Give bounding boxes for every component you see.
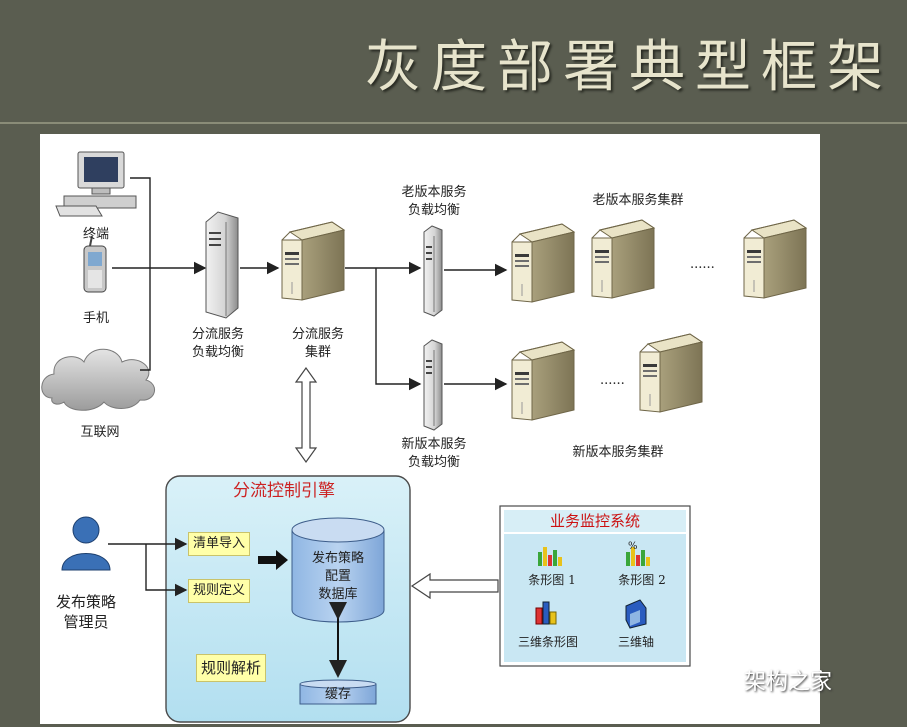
- 3d-axis-icon: [625, 599, 647, 629]
- router-lb-label-2: 负载均衡: [191, 345, 245, 360]
- old-cluster-server-1-icon: [511, 223, 575, 303]
- terminal-label: 终端: [82, 227, 110, 242]
- router-cluster-label-2: 集群: [304, 345, 332, 360]
- new-lb-label-1: 新版本服务: [401, 437, 467, 452]
- old-cluster-ellipsis: ......: [690, 257, 715, 272]
- branch-connectors: [345, 261, 508, 391]
- import-list-box: 清单导入: [188, 532, 251, 556]
- bar1-label: 条形图 1: [528, 573, 576, 587]
- client-connectors: [112, 177, 207, 371]
- watermark-text: 架构之家: [744, 670, 833, 695]
- old-lb-label-1: 老版本服务: [401, 185, 467, 200]
- router-lb-label-1: 分流服务: [191, 327, 245, 342]
- percent-label: %: [628, 541, 638, 552]
- old-cluster-server-3-icon: [743, 219, 807, 299]
- new-cluster-label: 新版本服务集群: [572, 445, 664, 460]
- old-cluster-label: 老版本服务集群: [592, 193, 684, 208]
- admin-person-icon: [61, 516, 111, 571]
- router-cluster-label-1: 分流服务: [291, 327, 345, 342]
- internet-cloud-icon: [41, 348, 155, 411]
- bar3d-label: 三维条形图: [517, 635, 579, 649]
- admin-label-1: 发布策略: [55, 593, 117, 611]
- rule-define-box: 规则定义: [188, 579, 251, 603]
- wechat-icon: [712, 671, 738, 691]
- 3d-bar-chart-icon: [535, 601, 557, 625]
- axis3d-label: 三维轴: [617, 635, 655, 649]
- db-label-3: 数据库: [318, 587, 358, 602]
- new-cluster-ellipsis: ......: [600, 373, 625, 388]
- phone-label: 手机: [82, 311, 110, 326]
- router-cluster-server-icon: [281, 221, 345, 301]
- bar-chart-2-icon: [626, 547, 650, 566]
- bar-chart-1-icon: [538, 547, 562, 566]
- mobile-phone-icon: [83, 235, 107, 293]
- monitor-to-engine-arrow: [410, 572, 499, 600]
- cluster-engine-double-arrow: [294, 366, 318, 464]
- slide-title: 灰度部署典型框架: [365, 35, 893, 100]
- new-cluster-server-2-icon: [639, 333, 703, 413]
- new-version-lb-icon: [423, 339, 443, 431]
- new-lb-label-2: 负载均衡: [407, 455, 461, 470]
- bar2-label: 条形图 2: [618, 573, 666, 587]
- cache-label: 缓存: [324, 687, 352, 702]
- db-label-1: 发布策略: [311, 551, 365, 566]
- into-db-arrow: [258, 550, 288, 570]
- engine-title: 分流控制引擎: [233, 481, 335, 501]
- title-divider: [0, 122, 907, 124]
- router-load-balancer-icon: [205, 211, 239, 319]
- new-cluster-server-1-icon: [511, 341, 575, 421]
- monitor-header: [504, 510, 686, 532]
- old-version-lb-icon: [423, 225, 443, 317]
- monitor-body: [504, 534, 686, 662]
- rule-parse-box: 规则解析: [196, 654, 267, 682]
- db-label-2: 配置: [324, 569, 352, 584]
- old-cluster-server-2-icon: [591, 219, 655, 299]
- internet-label: 互联网: [80, 425, 120, 440]
- admin-label-2: 管理员: [63, 613, 109, 631]
- admin-connectors: [108, 537, 188, 597]
- monitor-title: 业务监控系统: [549, 512, 640, 530]
- computer-icon: [55, 151, 137, 217]
- old-lb-label-2: 负载均衡: [407, 203, 461, 218]
